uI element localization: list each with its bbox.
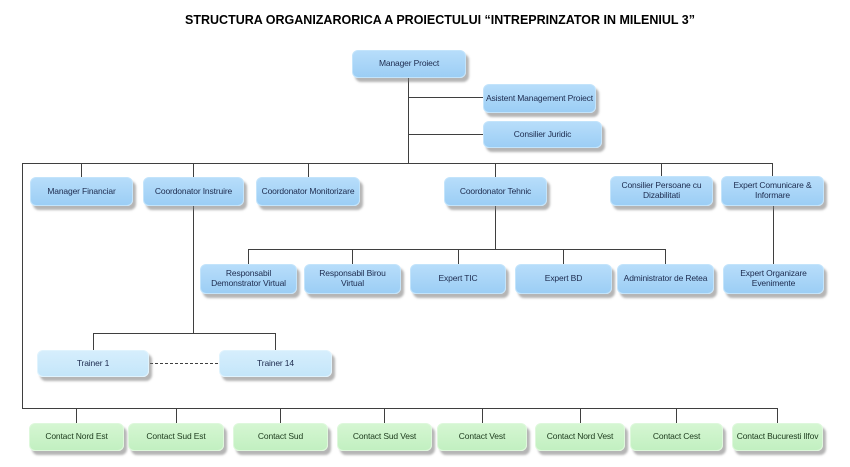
connector-line [772, 163, 773, 176]
connector-line [482, 408, 483, 423]
node-contact-bucuresti-ilfov: Contact Bucuresti Ilfov [732, 423, 823, 451]
node-contact-nord-vest: Contact Nord Vest [535, 423, 625, 451]
node-expert-organizare-evenimente: Expert Organizare Evenimente [723, 264, 824, 294]
node-expert-tic: Expert TIC [410, 264, 506, 294]
connector-line [93, 333, 94, 350]
connector-line [408, 97, 483, 98]
connector-line [22, 163, 772, 164]
connector-line [665, 249, 666, 264]
connector-line [495, 163, 496, 177]
node-trainer-14: Trainer 14 [219, 350, 332, 377]
connector-line [22, 408, 777, 409]
connector-line [22, 163, 23, 408]
connector-line [176, 408, 177, 423]
connector-line [93, 333, 275, 334]
connector-line [308, 163, 309, 177]
node-contact-vest: Contact Vest [437, 423, 527, 451]
node-coordonator-monitorizare: Coordonator Monitorizare [256, 177, 360, 206]
connector-dashed-line [150, 363, 218, 364]
node-contact-sud-vest: Contact Sud Vest [337, 423, 432, 451]
connector-line [777, 408, 778, 423]
connector-line [773, 206, 774, 264]
connector-line [408, 78, 409, 163]
connector-line [563, 249, 564, 264]
node-administrator-retea: Administrator de Retea [617, 264, 714, 294]
connector-line [661, 163, 662, 176]
connector-line [275, 333, 276, 350]
node-consilier-persoane-dizabilitati: Consilier Persoane cu Dizabilitati [610, 176, 713, 206]
node-manager-financiar: Manager Financiar [30, 177, 133, 206]
node-coordonator-instruire: Coordonator Instruire [143, 177, 244, 206]
connector-line [248, 249, 249, 264]
node-manager-proiect: Manager Proiect [352, 50, 466, 78]
node-expert-comunicare-informare: Expert Comunicare & Informare [721, 176, 824, 206]
connector-line [352, 249, 353, 264]
connector-line [193, 206, 194, 333]
connector-line [193, 163, 194, 177]
connector-line [280, 408, 281, 423]
node-responsabil-demonstrator-virtual: Responsabil Demonstrator Virtual [200, 264, 297, 294]
connector-line [384, 408, 385, 423]
connector-line [580, 408, 581, 423]
node-contact-sud-est: Contact Sud Est [128, 423, 224, 451]
node-coordonator-tehnic: Coordonator Tehnic [444, 177, 547, 206]
page-title: STRUCTURA ORGANIZARORICA A PROIECTULUI “… [185, 13, 695, 27]
connector-line [248, 249, 665, 250]
node-contact-sud: Contact Sud [233, 423, 328, 451]
connector-line [408, 134, 483, 135]
node-contact-cest: Contact Cest [630, 423, 723, 451]
connector-line [495, 206, 496, 249]
node-expert-bd: Expert BD [515, 264, 612, 294]
connector-line [458, 249, 459, 264]
node-asistent-management-proiect: Asistent Management Proiect [483, 84, 596, 113]
node-trainer-1: Trainer 1 [37, 350, 149, 377]
node-consilier-juridic: Consilier Juridic [483, 121, 602, 148]
node-responsabil-birou-virtual: Responsabil Birou Virtual [304, 264, 401, 294]
connector-line [76, 408, 77, 423]
connector-line [81, 163, 82, 177]
node-contact-nord-est: Contact Nord Est [29, 423, 124, 451]
connector-line [676, 408, 677, 423]
